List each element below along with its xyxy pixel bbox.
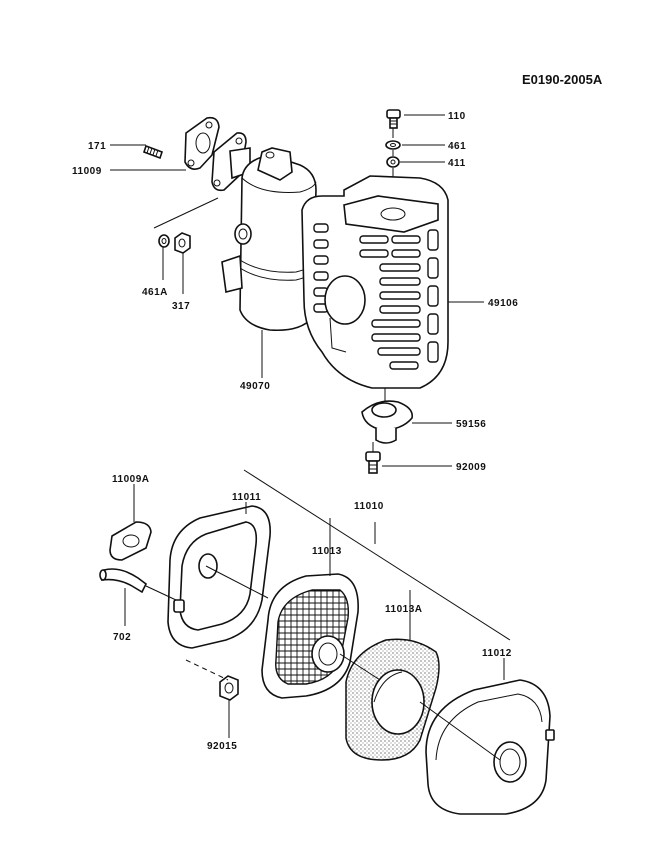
gasket-11009 — [184, 116, 220, 170]
nut-92015 — [219, 675, 239, 701]
air-cleaner-cover-11012 — [425, 679, 555, 815]
part-label-92015: 92015 — [207, 741, 237, 752]
cover-front-vents — [359, 235, 421, 370]
gasket-11009a — [109, 521, 152, 561]
part-label-461a: 461A — [142, 287, 168, 298]
muffler-cover-49106 — [301, 175, 449, 389]
bolt-110 — [386, 109, 401, 129]
washer-461 — [385, 140, 401, 150]
part-label-461: 461 — [448, 141, 466, 152]
part-label-411: 411 — [448, 158, 466, 169]
part-label-11009a: 11009A — [112, 474, 149, 485]
washer-411 — [386, 156, 400, 168]
stud-171 — [142, 144, 164, 160]
part-label-317: 317 — [172, 301, 190, 312]
reference-code: E0190-2005A — [522, 72, 603, 87]
part-label-11012: 11012 — [482, 648, 512, 659]
part-label-11013: 11013 — [312, 546, 342, 557]
part-label-49070: 49070 — [240, 381, 270, 392]
part-label-59156: 59156 — [456, 419, 486, 430]
pre-cleaner-11013a — [345, 638, 440, 761]
part-label-49106: 49106 — [488, 298, 518, 309]
part-label-11009: 11009 — [72, 166, 102, 177]
deflector-59156 — [361, 400, 414, 444]
leader-lines — [110, 114, 505, 738]
part-label-11010: 11010 — [354, 501, 384, 512]
filter-element-11013 — [261, 573, 359, 699]
part-label-11011: 11011 — [232, 492, 261, 503]
part-label-702: 702 — [113, 632, 131, 643]
screw-92009 — [365, 451, 381, 474]
part-label-92009: 92009 — [456, 462, 486, 473]
hose-702 — [99, 568, 148, 594]
part-label-11013a: 11013A — [385, 604, 422, 615]
nut-317 — [174, 232, 191, 254]
air-cleaner-base-11011 — [167, 505, 271, 649]
washer-461a — [158, 234, 170, 248]
part-label-171: 171 — [88, 141, 106, 152]
part-label-110: 110 — [448, 111, 466, 122]
